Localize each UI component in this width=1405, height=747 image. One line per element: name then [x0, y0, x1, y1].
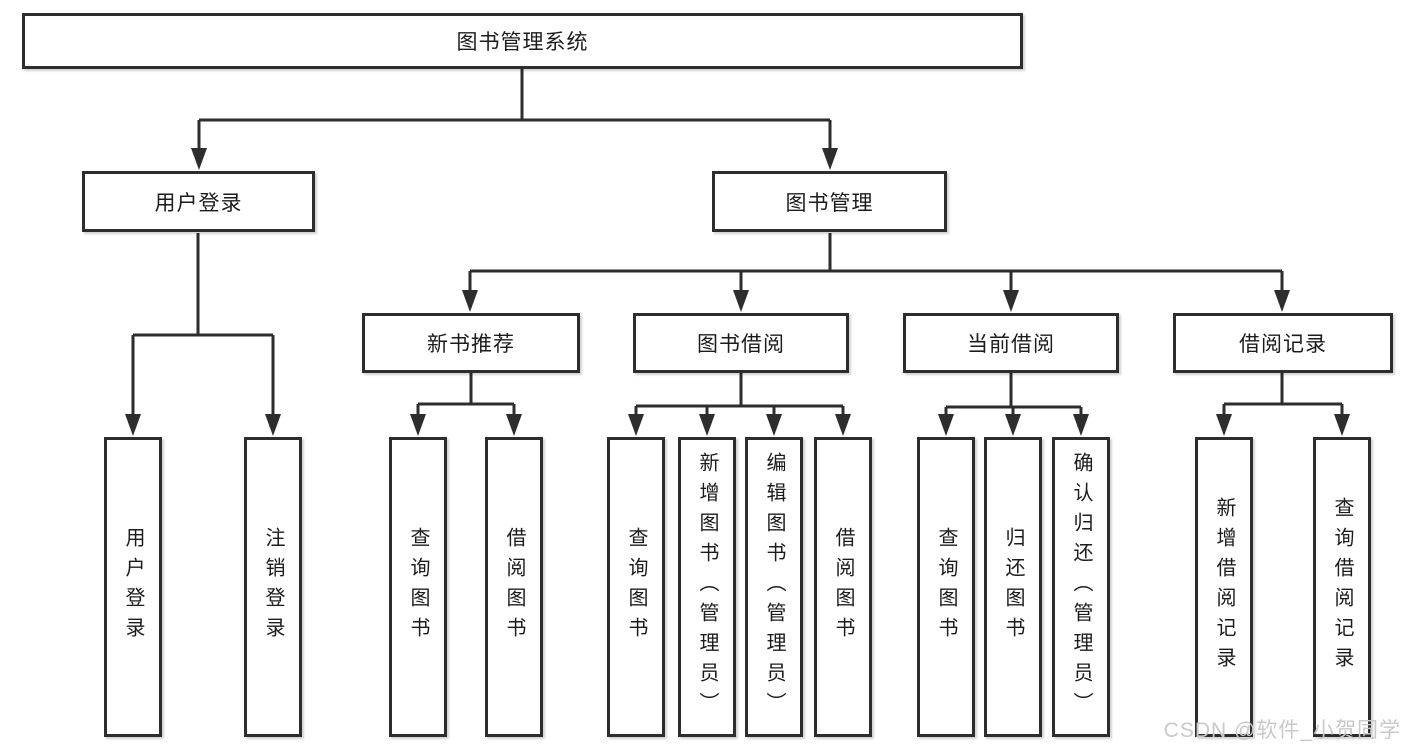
leaf-borrowing-query-book: 查询图书	[607, 437, 665, 737]
leaf-current-query-book: 查询图书	[917, 437, 975, 737]
leaf-records-query-record-label: 查询借阅记录	[1331, 497, 1353, 677]
node-borrowing-records-label: 借阅记录	[1239, 333, 1327, 356]
node-user-login: 用户登录	[82, 171, 315, 232]
leaf-records-add-record-label: 新增借阅记录	[1213, 497, 1235, 677]
leaf-records-add-record: 新增借阅记录	[1195, 437, 1253, 737]
leaf-borrowing-add-book-label: 新增图书（管理员）	[696, 452, 718, 722]
leaf-recommend-borrow-book-label: 借阅图书	[503, 527, 525, 647]
node-book-management: 图书管理	[712, 171, 947, 232]
leaf-user-login-label: 用户登录	[122, 527, 144, 647]
leaf-recommend-query-book: 查询图书	[389, 437, 447, 737]
leaf-records-query-record: 查询借阅记录	[1313, 437, 1371, 737]
node-book-borrowing: 图书借阅	[633, 313, 849, 373]
leaf-current-confirm-return: 确认归还（管理员）	[1052, 437, 1110, 737]
leaf-recommend-query-book-label: 查询图书	[407, 527, 429, 647]
leaf-logout-label: 注销登录	[262, 527, 284, 647]
leaf-current-return-book-label: 归还图书	[1002, 527, 1024, 647]
leaf-borrowing-borrow-book: 借阅图书	[814, 437, 872, 737]
node-root-system-label: 图书管理系统	[456, 31, 589, 54]
node-new-book-recommend: 新书推荐	[362, 313, 580, 373]
node-new-book-recommend-label: 新书推荐	[427, 333, 515, 356]
leaf-borrowing-edit-book-label: 编辑图书（管理员）	[763, 452, 785, 722]
leaf-logout: 注销登录	[244, 437, 302, 737]
leaf-borrowing-edit-book: 编辑图书（管理员）	[745, 437, 803, 737]
leaf-user-login: 用户登录	[104, 437, 162, 737]
leaf-borrowing-borrow-book-label: 借阅图书	[832, 527, 854, 647]
leaf-current-return-book: 归还图书	[984, 437, 1042, 737]
leaf-borrowing-add-book: 新增图书（管理员）	[678, 437, 736, 737]
leaf-borrowing-query-book-label: 查询图书	[625, 527, 647, 647]
leaf-current-query-book-label: 查询图书	[935, 527, 957, 647]
csdn-watermark: CSDN @软件_小贺同学	[1163, 719, 1401, 742]
node-current-borrowing: 当前借阅	[903, 313, 1119, 373]
leaf-current-confirm-return-label: 确认归还（管理员）	[1070, 452, 1092, 722]
node-borrowing-records: 借阅记录	[1173, 313, 1393, 373]
node-book-borrowing-label: 图书借阅	[697, 333, 785, 356]
node-current-borrowing-label: 当前借阅	[967, 333, 1055, 356]
node-root-system: 图书管理系统	[22, 13, 1023, 69]
node-user-login-label: 用户登录	[154, 191, 243, 215]
leaf-recommend-borrow-book: 借阅图书	[485, 437, 543, 737]
node-book-management-label: 图书管理	[785, 191, 874, 215]
